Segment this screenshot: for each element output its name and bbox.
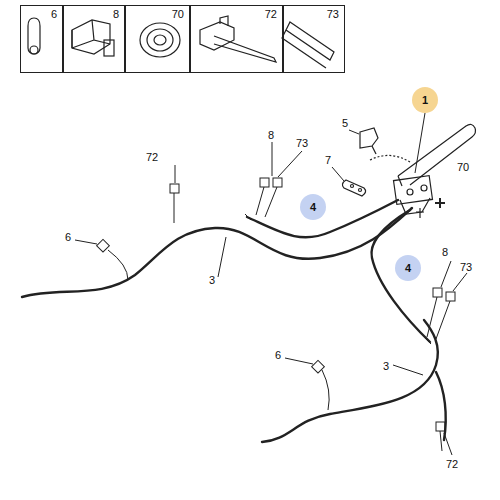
callout-number: 70: [456, 161, 470, 173]
callout-number: 8: [113, 8, 119, 20]
callout-number: 73: [327, 8, 339, 20]
callout-number: 3: [208, 274, 216, 286]
callout-number: 4: [310, 201, 316, 213]
callout-number: 6: [274, 349, 282, 361]
callout-circle: 1: [412, 87, 438, 113]
callout-number: 73: [295, 137, 309, 149]
callout-circle: 4: [395, 255, 421, 281]
callout-circle: 4: [300, 194, 326, 220]
callout-number: 73: [459, 261, 473, 273]
part-icon-box: 6: [20, 5, 63, 73]
callout-number: 8: [441, 246, 449, 258]
part-icon-box: 72: [190, 5, 283, 73]
callout-number: 8: [267, 129, 275, 141]
callout-number: 6: [64, 231, 72, 243]
callout-number: 72: [265, 8, 277, 20]
callout-number: 6: [51, 8, 57, 20]
callout-number: 4: [405, 262, 411, 274]
part-icon-box: 70: [125, 5, 190, 73]
callout-number: 3: [382, 360, 390, 372]
callout-number: 1: [422, 94, 428, 106]
part-icon-box: 8: [63, 5, 125, 73]
callout-number: 5: [341, 117, 349, 129]
callout-number: 72: [445, 458, 459, 470]
part-icon-box: 73: [283, 5, 345, 73]
callout-number: 70: [172, 8, 184, 20]
callout-number: 7: [324, 154, 332, 166]
callout-number: 72: [145, 151, 159, 163]
